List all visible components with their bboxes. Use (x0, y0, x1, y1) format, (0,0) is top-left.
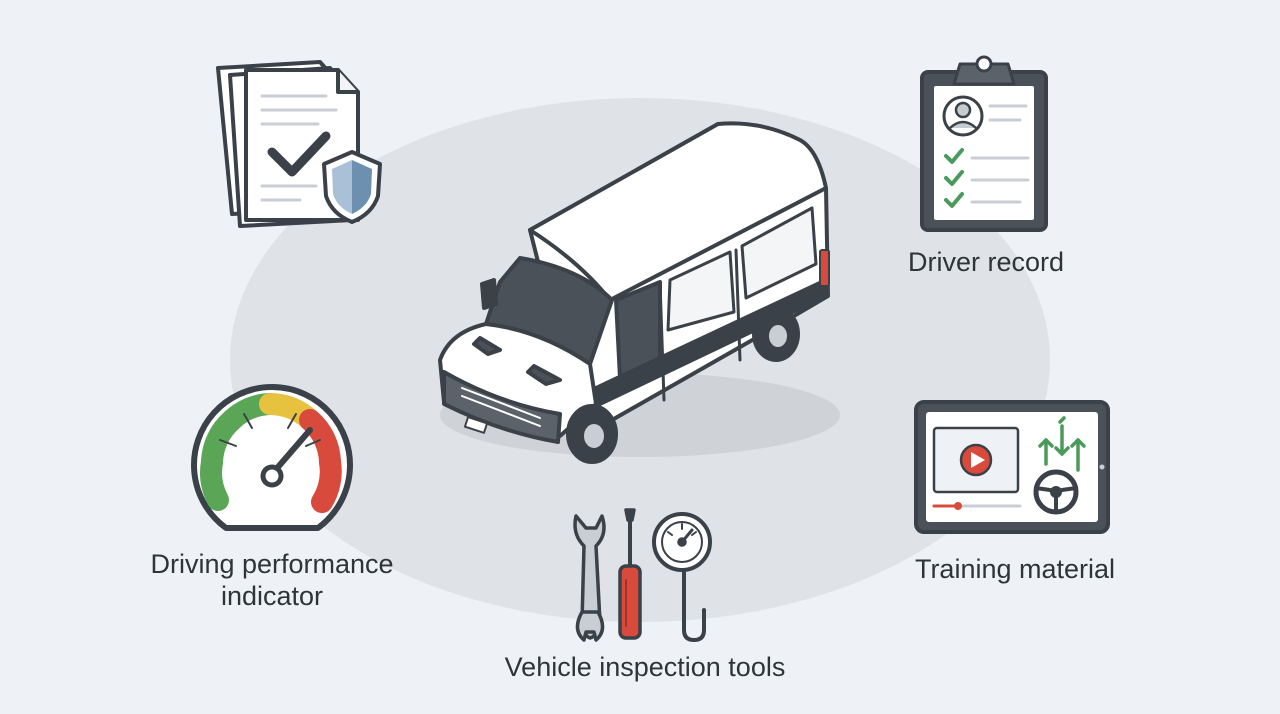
driving-performance-label: Driving performance indicator (150, 549, 394, 611)
tools-icon (573, 508, 712, 642)
tablet-training-icon (914, 400, 1110, 534)
training-material-label: Training material (914, 554, 1116, 584)
vehicle-inspection-tools-label: Vehicle inspection tools (504, 652, 786, 682)
gauge-icon (191, 384, 353, 531)
clipboard-icon (920, 55, 1048, 232)
insurance-document-icon (216, 60, 382, 228)
driver-record-label: Driver record (907, 247, 1065, 277)
van-icon (438, 121, 840, 464)
